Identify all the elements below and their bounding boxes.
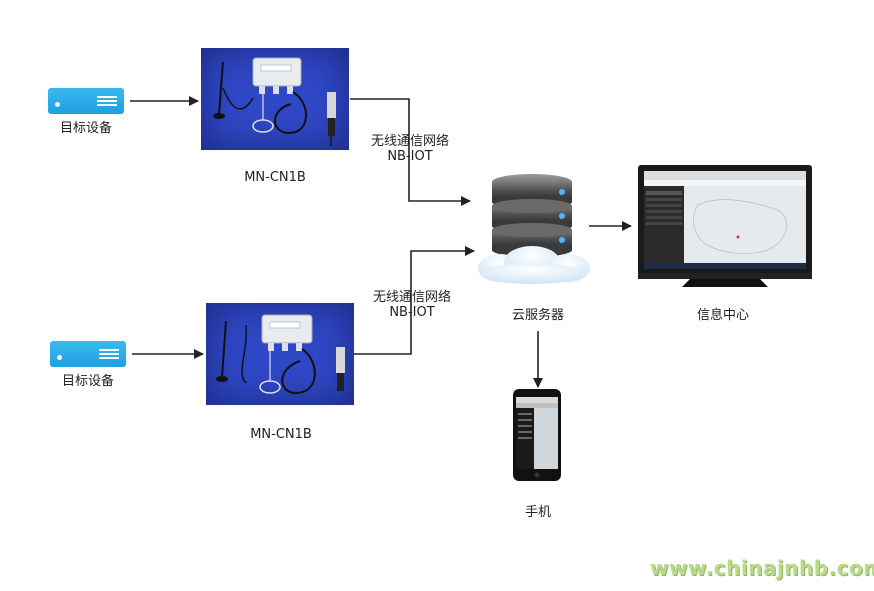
phone-label: 手机	[524, 505, 551, 520]
cloud-server-label: 云服务器	[511, 308, 564, 323]
module-device-image	[216, 314, 345, 395]
monitor-icon	[638, 165, 812, 287]
module-device-image	[213, 57, 336, 146]
watermark-text: www.chinajnhb.com	[650, 556, 874, 580]
link-label-top-line1: 无线通信网络	[370, 134, 449, 149]
target-device-label-top: 目标设备	[59, 121, 112, 136]
target-device-label-bottom: 目标设备	[61, 374, 114, 389]
link-label-top-line2: NB-IOT	[387, 149, 433, 164]
phone-icon	[513, 389, 561, 481]
module-photo-bottom	[206, 303, 354, 405]
module-photo-top	[201, 48, 349, 150]
arrow-module-top-to-cloud	[350, 98, 471, 206]
arrow-module-bottom-to-cloud	[354, 246, 475, 355]
info-center-label: 信息中心	[696, 308, 749, 323]
link-label-bottom: 无线通信网络 NB-IOT	[367, 290, 457, 320]
cloud-server-icon	[478, 174, 590, 284]
link-label-bottom-line2: NB-IOT	[389, 305, 435, 320]
module-label-bottom: MN-CN1B	[250, 427, 312, 442]
link-label-bottom-line1: 无线通信网络	[372, 290, 451, 305]
target-device-icon-top	[48, 88, 124, 114]
link-label-top: 无线通信网络 NB-IOT	[365, 134, 455, 164]
target-device-icon-bottom	[50, 341, 126, 367]
module-label-top: MN-CN1B	[244, 170, 306, 185]
